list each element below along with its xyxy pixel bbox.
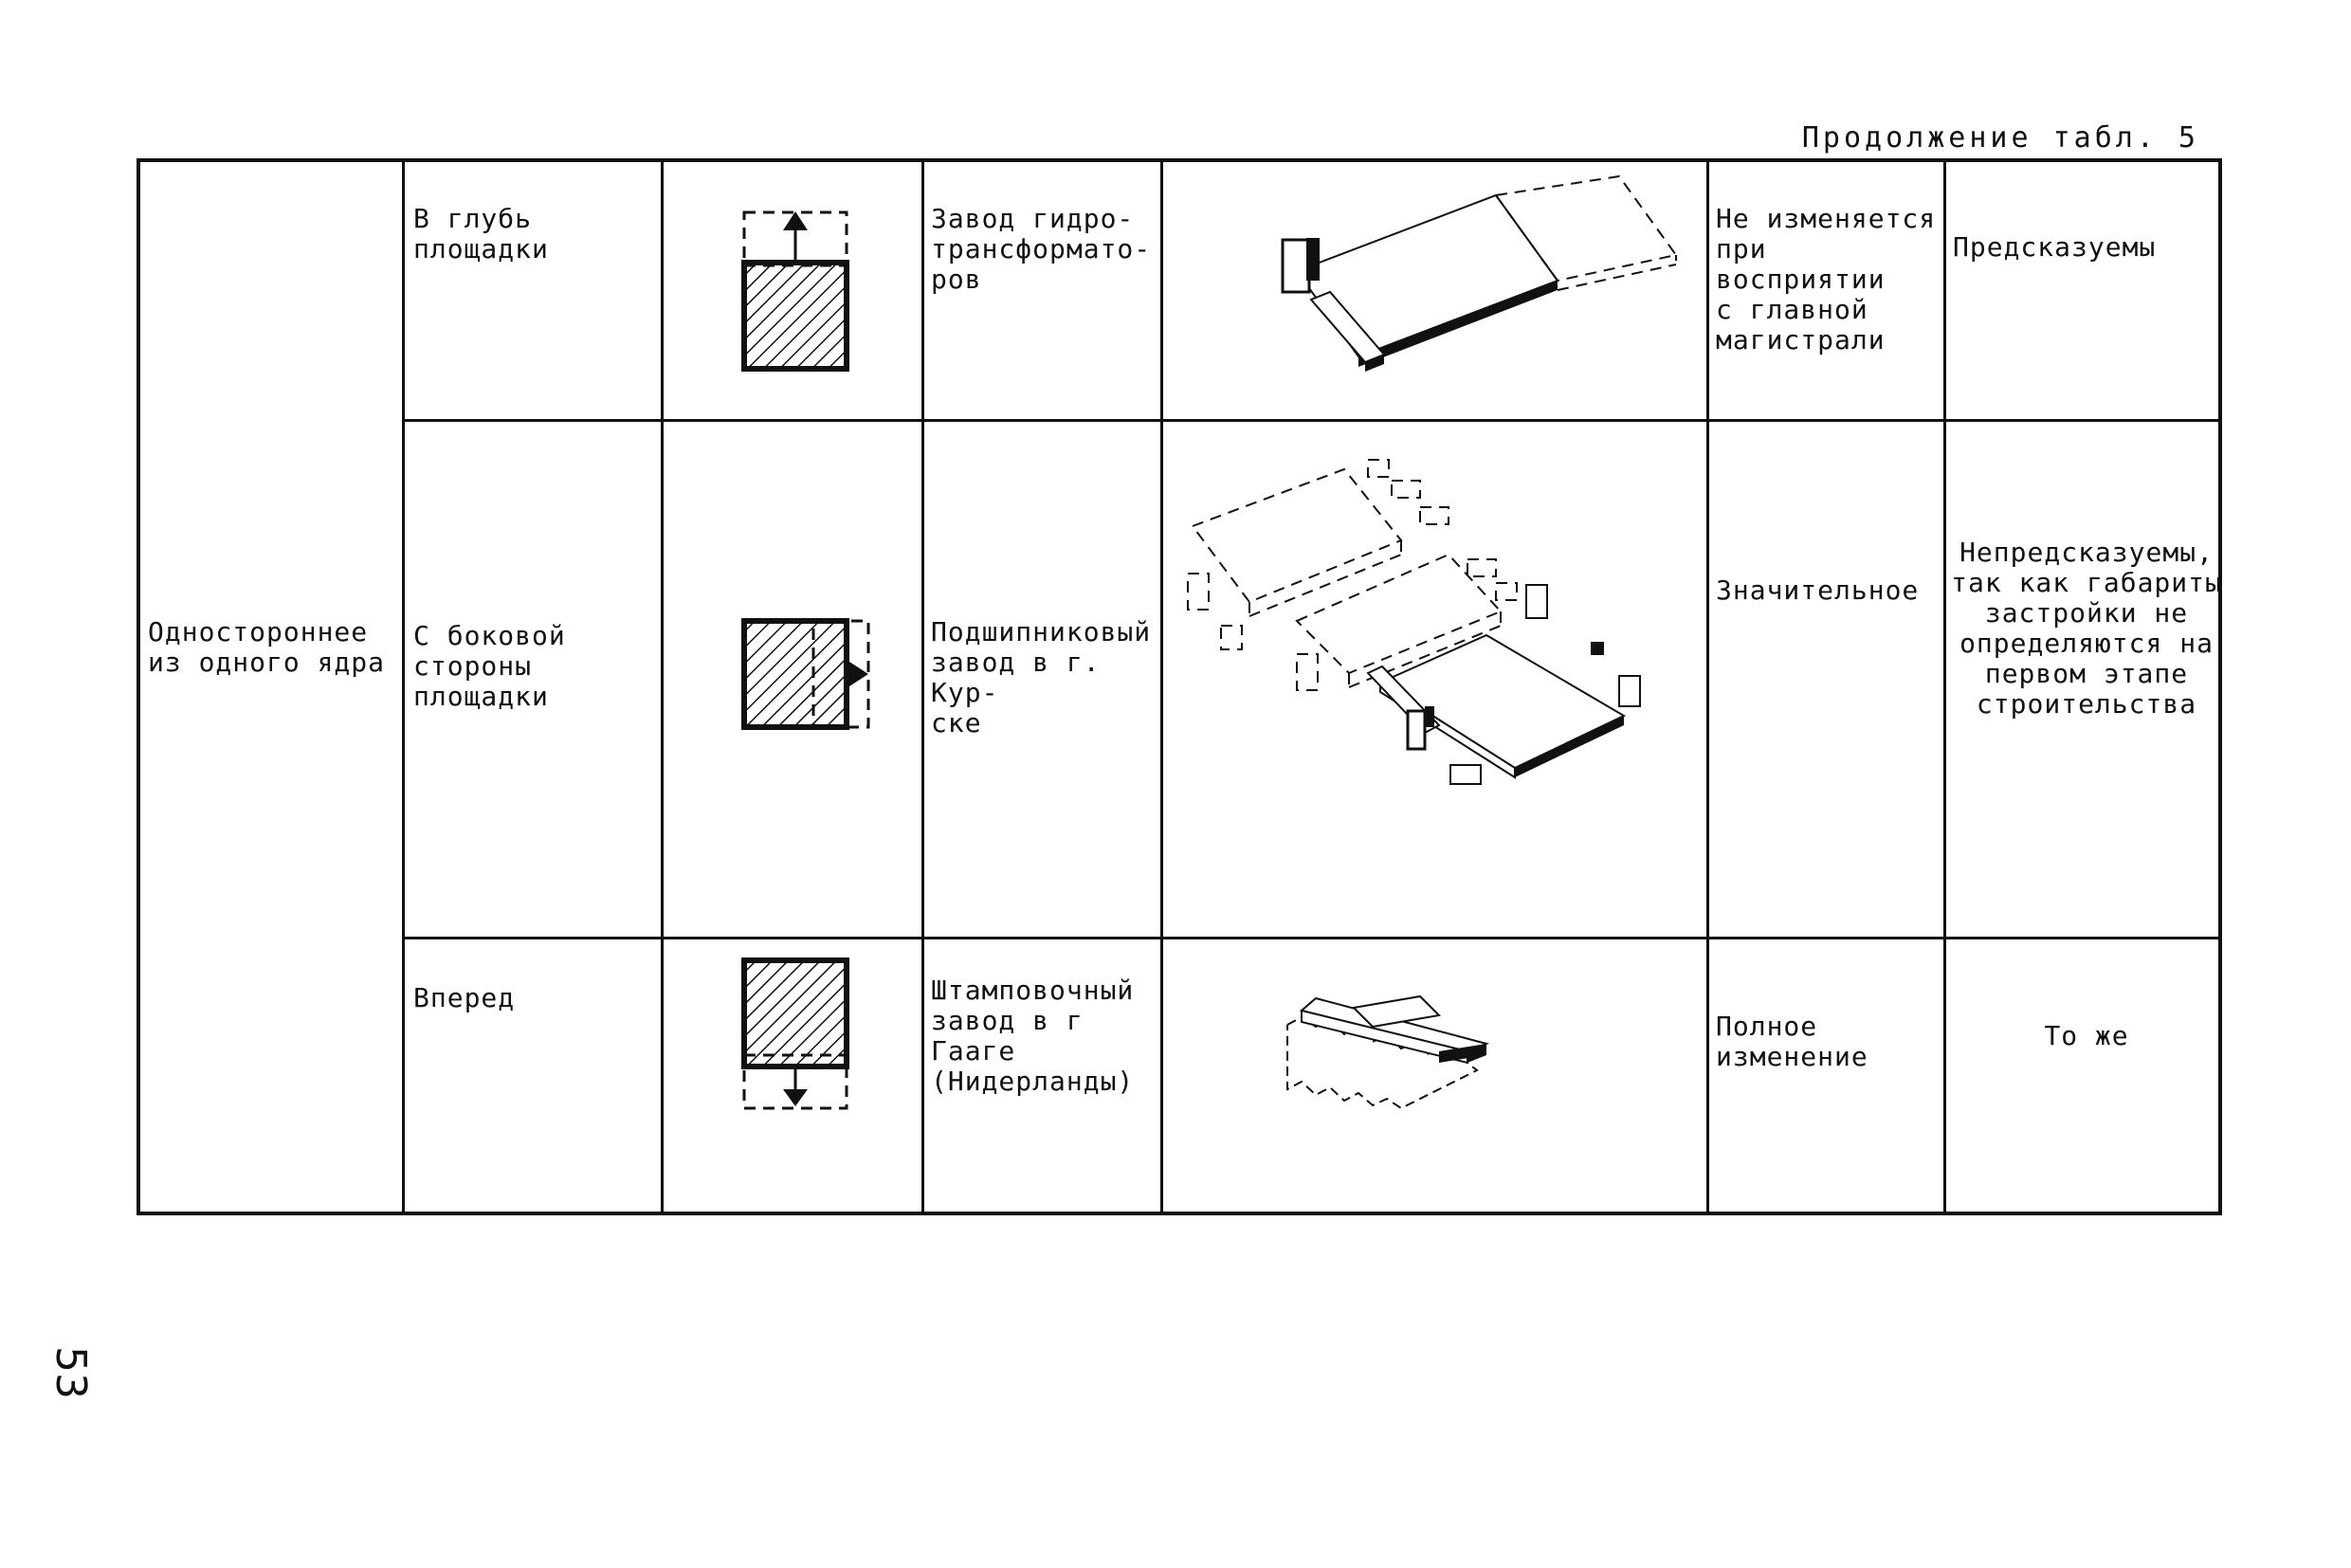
column-divider bbox=[661, 162, 664, 1215]
example-cell: Штамповочный завод в г Гааге (Нидерланды… bbox=[931, 975, 1135, 1097]
square-hatched-arrow-up-icon bbox=[741, 210, 849, 372]
classification-table: Одностороннее из одного ядра В глубь пло… bbox=[137, 158, 2222, 1215]
column-divider bbox=[402, 162, 405, 1215]
predictability-cell: Непредсказуемы, так как габариты застрой… bbox=[1951, 537, 2222, 720]
direction-cell: Вперед bbox=[413, 982, 516, 1013]
predictability-cell: То же bbox=[2044, 1020, 2129, 1051]
column-divider bbox=[921, 162, 924, 1215]
square-hatched-arrow-down-icon bbox=[741, 957, 849, 1110]
direction-cell: С боковой стороны площадки bbox=[413, 620, 566, 712]
change-cell: Значительное bbox=[1716, 574, 1920, 606]
group-label: Одностороннее из одного ядра bbox=[148, 616, 386, 678]
square-hatched-arrow-right-icon bbox=[741, 618, 870, 730]
isometric-building-extension-forward-icon bbox=[1286, 994, 1490, 1110]
table-continuation-caption: Продолжение табл. 5 bbox=[1801, 121, 2199, 155]
row-divider bbox=[402, 419, 2222, 422]
isometric-building-extension-side-icon bbox=[1187, 459, 1641, 785]
column-divider bbox=[1160, 162, 1163, 1215]
row-divider bbox=[402, 937, 2222, 939]
predictability-cell: Предсказуемы bbox=[1953, 231, 2157, 263]
isometric-building-extension-depth-icon bbox=[1281, 174, 1678, 372]
example-cell: Завод гидро- трансформато- ров bbox=[931, 203, 1152, 295]
page-number: 53 bbox=[46, 1346, 95, 1399]
change-cell: Полное изменение bbox=[1716, 1011, 1868, 1072]
change-cell: Не изменяется при восприятии с главной м… bbox=[1716, 203, 1937, 356]
column-divider bbox=[1943, 162, 1946, 1215]
direction-cell: В глубь площадки bbox=[413, 203, 549, 264]
column-divider bbox=[1706, 162, 1709, 1215]
example-cell: Подшипниковый завод в г. Кур- ске bbox=[931, 616, 1152, 738]
